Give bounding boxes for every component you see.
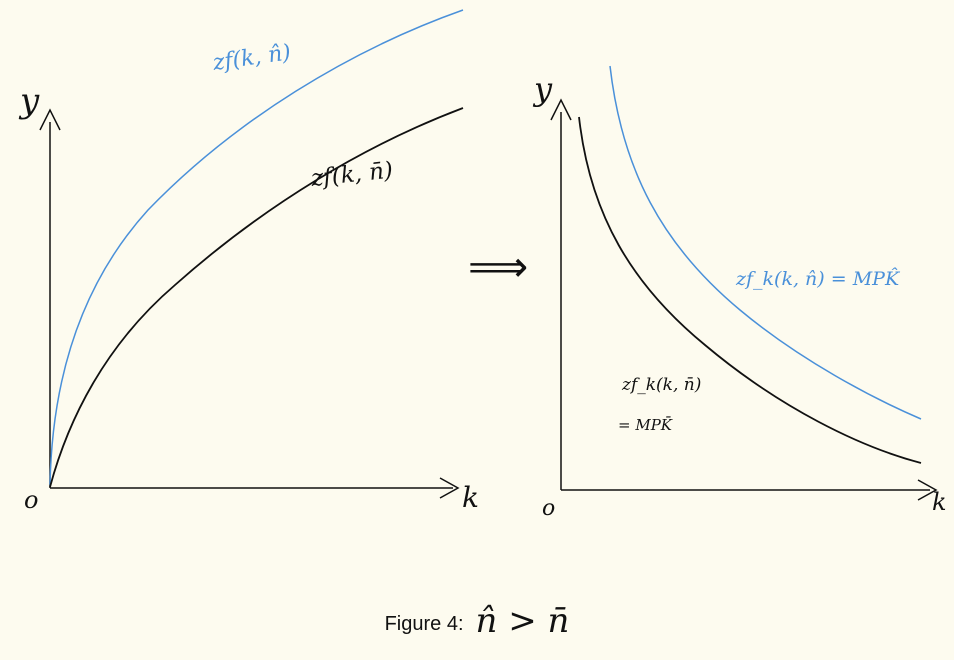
right-upper-curve	[609, 65, 922, 420]
right-lower-curve-label-line1: zf_k(k, n̄)	[621, 375, 701, 395]
figure-caption: Figure 4: n̂ > n̄	[0, 602, 954, 646]
left-lower-curve	[49, 107, 464, 488]
right-lower-curve-label-line2: = MPK̄	[618, 416, 673, 434]
left-upper-curve-label: zf(k, n̂)	[210, 40, 292, 76]
left-upper-curve	[49, 9, 464, 486]
left-graph: y k o zf(k, n̂) zf(k, n̄)	[18, 9, 479, 514]
caption-math: n̂ > n̄	[475, 601, 570, 641]
right-upper-curve-label: zf_k(k, n̂) = MPK̂	[735, 268, 901, 290]
left-lower-curve-label: zf(k, n̄)	[309, 158, 394, 193]
left-x-axis-arrowhead	[439, 477, 460, 499]
left-origin-label: o	[24, 486, 38, 514]
right-x-axis-arrowhead	[917, 479, 938, 501]
right-y-axis-arrowhead	[550, 98, 572, 121]
right-graph: y k o zf_k(k, n̂) = MPK̂ zf_k(k, n̄) = M…	[532, 65, 947, 521]
left-x-label: k	[462, 481, 479, 514]
left-y-axis-arrowhead	[39, 108, 61, 131]
right-origin-label: o	[542, 496, 555, 521]
right-y-label: y	[532, 70, 553, 108]
right-lower-curve	[578, 116, 922, 464]
implies-arrow: ⟹	[468, 242, 528, 291]
right-x-label: k	[932, 488, 947, 516]
caption-label: Figure 4:	[384, 612, 464, 635]
left-y-label: y	[18, 81, 40, 121]
